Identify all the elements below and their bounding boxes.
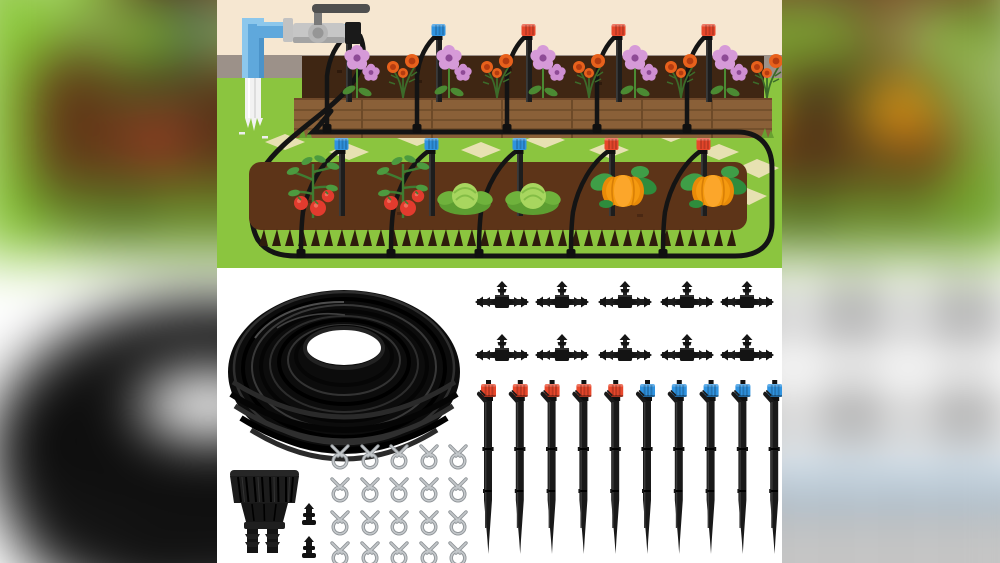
main-product-image — [217, 0, 782, 563]
